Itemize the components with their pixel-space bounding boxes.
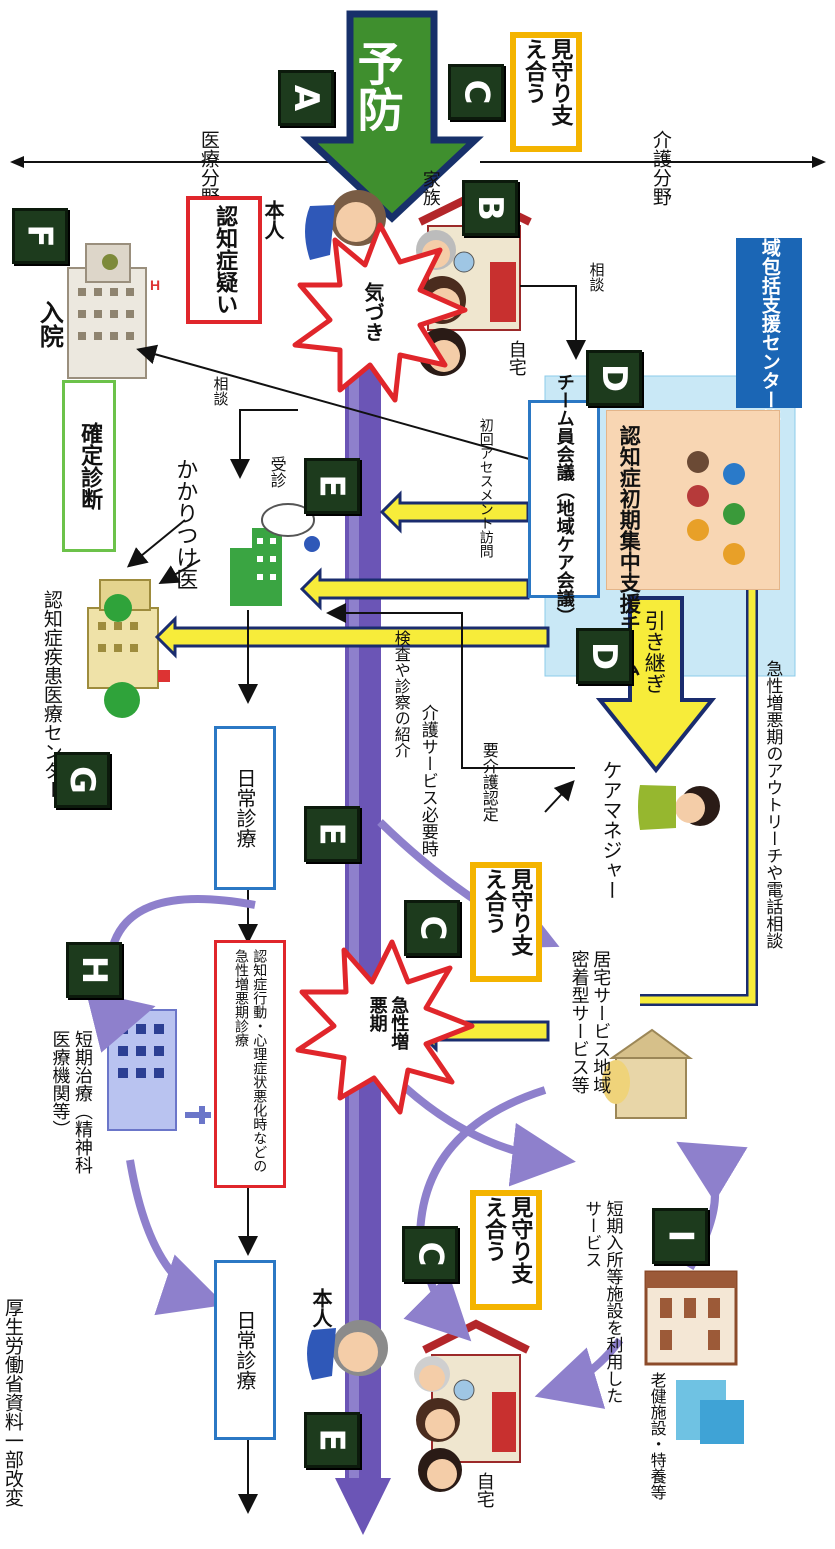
jushin-label: 受診 bbox=[267, 456, 287, 488]
badge-f: F bbox=[12, 208, 68, 264]
roken-building bbox=[644, 1270, 744, 1444]
kyusei-burst bbox=[295, 939, 475, 1115]
kakutei-box: 確定診断 bbox=[62, 380, 116, 552]
kakaritsuke-label: かかりつけ医 bbox=[172, 458, 198, 590]
honnin-label-bottom: 本人 bbox=[309, 1288, 333, 1328]
soudan-label-top: 相談 bbox=[587, 262, 606, 292]
caremanager-label: ケアマネジャー bbox=[599, 760, 623, 900]
badge-c-bottom: C bbox=[402, 1226, 458, 1282]
axis-arrows bbox=[10, 156, 826, 168]
kaigo-service-label: 介護サービス必要時 bbox=[417, 704, 438, 857]
outreach-label: 急性増悪期のアウトリーチや電話相談 bbox=[762, 660, 783, 949]
badge-g: G bbox=[54, 752, 110, 808]
badge-h: H bbox=[66, 942, 122, 998]
black-arrows bbox=[126, 285, 586, 1514]
youkaigo-label: 要介護認定 bbox=[479, 742, 499, 822]
soudan-label-left: 相談 bbox=[211, 376, 230, 406]
mimamori-box-middle: 見守り支え合う bbox=[470, 862, 542, 982]
honnin-label-top: 本人 bbox=[261, 200, 285, 240]
mimamori-box-top: 見守り支え合う bbox=[510, 32, 582, 152]
kensa-label: 検査や診察の紹介 bbox=[391, 630, 411, 758]
hikitsugi-arrow bbox=[595, 596, 717, 774]
svg-text:H: H bbox=[150, 277, 160, 293]
kazoku-label: 家族 bbox=[419, 170, 441, 206]
hikitsugi-label: 引き継ぎ bbox=[642, 610, 667, 694]
prevention-arrow bbox=[300, 10, 484, 223]
badge-d-bottom: D bbox=[576, 628, 632, 684]
center-label: 認知症疾患医療センター bbox=[40, 590, 63, 799]
badge-e-3: E bbox=[304, 1412, 360, 1468]
nichijo-box-2: 日常診療 bbox=[214, 1260, 276, 1440]
jitaku-label-bottom: 自宅 bbox=[473, 1472, 495, 1508]
source-label: 厚生労働省資料一部改変 bbox=[1, 1298, 24, 1507]
kizuki-burst bbox=[292, 222, 468, 403]
prevention-label: 予防 bbox=[350, 40, 405, 132]
hospital-illustration: H bbox=[67, 243, 160, 379]
badge-e-2: E bbox=[304, 806, 360, 862]
roken-label: 老健施設・特養等 bbox=[647, 1372, 667, 1500]
doctor-illustration bbox=[230, 503, 320, 606]
badge-e-1: E bbox=[304, 458, 360, 514]
tanki-nyusho-label: 短期入所等施設を利用したサービス bbox=[581, 1200, 623, 1404]
axis-label-medical: 医療分野 bbox=[197, 130, 220, 206]
mimamori-box-bottom: 見守り支え合う bbox=[470, 1190, 542, 1310]
badge-i: I bbox=[652, 1208, 708, 1264]
kyotaku-label: 居宅サービス地域密着型サービス等 bbox=[568, 950, 612, 1094]
outreach-line bbox=[640, 590, 758, 1006]
kyusei-shinryo-box: 認知症行動・心理症状悪化時などの急性増悪期診療 bbox=[214, 940, 286, 1188]
support-team-box: 認知症初期集中支援チーム bbox=[606, 410, 780, 677]
caremanager-illustration bbox=[638, 785, 720, 830]
badge-c-top: C bbox=[448, 64, 504, 120]
jitaku-label-top: 自宅 bbox=[505, 340, 527, 376]
badge-d-top: D bbox=[586, 350, 642, 406]
axis-label-care: 介護分野 bbox=[649, 130, 672, 206]
team-meeting-box: チーム員会議（地域ケア会議） bbox=[528, 373, 600, 625]
houkatsu-header: 地域包括支援センター等 bbox=[736, 219, 802, 428]
psychiatric-hospital bbox=[107, 1009, 211, 1131]
kyotaku-building bbox=[602, 1028, 694, 1119]
badge-c-middle: C bbox=[404, 900, 460, 956]
nyuin-label: 入院 bbox=[35, 300, 64, 348]
nichijo-box-1: 日常診療 bbox=[214, 726, 276, 890]
house-bottom bbox=[422, 1319, 530, 1463]
center-illustration bbox=[87, 579, 170, 718]
tanki-chiryo-label: 短期治療（精神科医療機関等） bbox=[49, 1030, 94, 1174]
initial-assessment-label: 初回アセスメント訪問 bbox=[477, 418, 494, 558]
team-members-illustration bbox=[683, 451, 773, 571]
kyusei-label: 急性増悪期 bbox=[366, 996, 410, 1050]
kizuki-label: 気づき bbox=[361, 282, 385, 342]
ninchisho-utagai-box: 認知症疑い bbox=[186, 196, 262, 324]
badge-b: B bbox=[462, 180, 518, 236]
badge-a: A bbox=[278, 70, 334, 126]
people-bottom bbox=[307, 1320, 462, 1492]
